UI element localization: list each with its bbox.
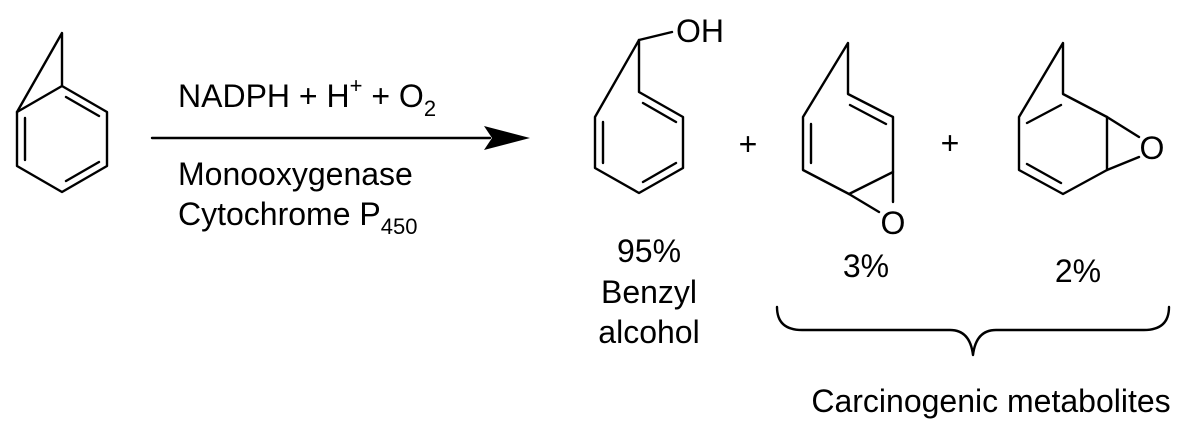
- benzyl-alcohol-percent: 95%: [617, 233, 681, 269]
- plus-sign: +: [941, 125, 960, 161]
- cytochrome-label: Cytochrome P450: [178, 196, 417, 239]
- reaction-arrow: [150, 126, 530, 150]
- epoxide-oxygen: O: [881, 205, 906, 241]
- epoxide-2-3-structure: O: [1017, 41, 1165, 196]
- epoxide-2-3-percent: 2%: [1055, 253, 1101, 289]
- toluene-structure: [15, 31, 109, 194]
- benzyl-alcohol-name-1: Benzyl: [601, 274, 697, 310]
- curly-brace: [775, 305, 1171, 357]
- plus-sign: +: [739, 126, 758, 162]
- reagents-label: NADPH + H+ + O2: [178, 73, 436, 121]
- epoxide-oxygen: O: [1140, 130, 1165, 166]
- enzyme-label: Monooxygenase: [178, 156, 413, 192]
- carcinogenic-metabolites-label: Carcinogenic metabolites: [811, 383, 1170, 419]
- epoxide-3-4-percent: 3%: [843, 248, 889, 284]
- benzyl-alcohol-name-2: alcohol: [598, 314, 699, 350]
- benzyl-alcohol-structure: OH: [593, 13, 724, 195]
- epoxide-3-4-structure: O: [801, 41, 906, 241]
- oh-label: OH: [676, 13, 724, 49]
